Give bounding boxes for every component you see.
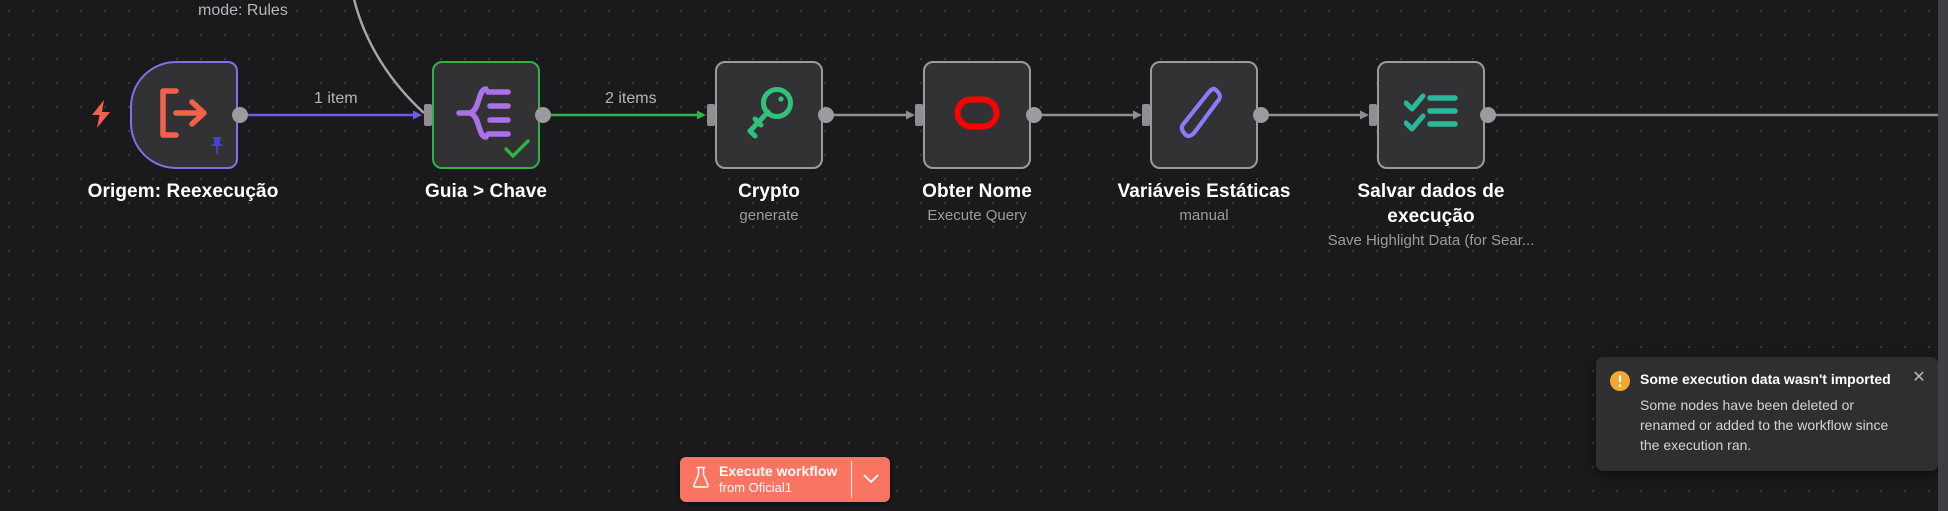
node-subtitle-obter-nome: Execute Query [927, 207, 1027, 224]
output-endpoint-variaveis-estaticas[interactable] [1253, 107, 1269, 123]
toast-message: Some nodes have been deleted or renamed … [1640, 397, 1889, 453]
edge-label-2-items: 2 items [605, 90, 657, 107]
node-origem-reexecucao[interactable] [130, 61, 238, 169]
checklist-icon [1403, 90, 1458, 141]
flask-icon [692, 466, 710, 493]
output-endpoint-obter-nome[interactable] [1026, 107, 1042, 123]
exit-bracket-arrow-icon [156, 87, 212, 143]
toast-body: Some execution data wasn't imported Some… [1640, 370, 1924, 455]
node-guia-chave[interactable] [432, 61, 540, 169]
execute-workflow-subtitle: from Oficial1 [719, 480, 792, 495]
output-endpoint-crypto[interactable] [818, 107, 834, 123]
node-subtitle-variaveis-estaticas: manual [1179, 207, 1229, 224]
output-endpoint-guia-chave[interactable] [535, 107, 551, 123]
right-panel-edge [1938, 0, 1948, 511]
close-icon[interactable]: ✕ [1912, 369, 1926, 386]
node-crypto[interactable] [715, 61, 823, 169]
output-endpoint-origem-reexecucao[interactable] [232, 107, 248, 123]
pin-icon [208, 136, 226, 161]
key-icon [742, 86, 796, 145]
trigger-lightning-icon [90, 100, 112, 133]
execute-workflow-bar[interactable]: Execute workflow from Oficial1 [680, 457, 891, 502]
node-label-crypto: Crypto [738, 181, 800, 202]
node-label-guia-chave: Guia > Chave [424, 181, 548, 202]
input-endpoint-crypto[interactable] [707, 104, 715, 126]
node-variaveis-estaticas[interactable] [1150, 61, 1258, 169]
execute-divider [851, 461, 853, 498]
input-endpoint-obter-nome[interactable] [915, 104, 923, 126]
output-endpoint-salvar-dados-execucao[interactable] [1480, 107, 1496, 123]
node-label-salvar-dados-execucao: Salvar dados de execução [1357, 181, 1505, 227]
node-salvar-dados-execucao[interactable] [1377, 61, 1485, 169]
input-endpoint-variaveis-estaticas[interactable] [1142, 104, 1150, 126]
connection-incoming-curve [353, 0, 425, 114]
success-check-icon [504, 139, 530, 163]
warning-icon [1610, 371, 1630, 455]
execute-workflow-button[interactable]: Execute workflow from Oficial1 [680, 457, 851, 502]
chevron-down-icon [863, 471, 879, 489]
mode-rules-note: mode: Rules [198, 2, 288, 19]
node-label-variaveis-estaticas: Variáveis Estáticas [1117, 181, 1291, 202]
node-obter-nome[interactable] [923, 61, 1031, 169]
toast-notification: Some execution data wasn't imported Some… [1596, 357, 1938, 471]
node-subtitle-crypto: generate [739, 207, 799, 224]
toast-title: Some execution data wasn't imported [1640, 371, 1891, 387]
node-subtitle-salvar-dados-execucao: Save Highlight Data (for Sear... [1327, 232, 1535, 249]
mysql-database-icon [954, 96, 1000, 135]
input-endpoint-salvar-dados-execucao[interactable] [1369, 104, 1377, 126]
input-endpoint-guia-chave[interactable] [424, 104, 432, 126]
split-out-braces-icon [456, 85, 516, 146]
node-label-obter-nome: Obter Nome [922, 181, 1032, 202]
pen-edit-icon [1179, 85, 1229, 146]
edge-label-1-item: 1 item [314, 90, 358, 107]
execute-workflow-dropdown-button[interactable] [852, 457, 890, 502]
execute-workflow-title: Execute workflow [719, 463, 838, 479]
node-label-origem-reexecucao: Origem: Reexecução [87, 181, 279, 202]
